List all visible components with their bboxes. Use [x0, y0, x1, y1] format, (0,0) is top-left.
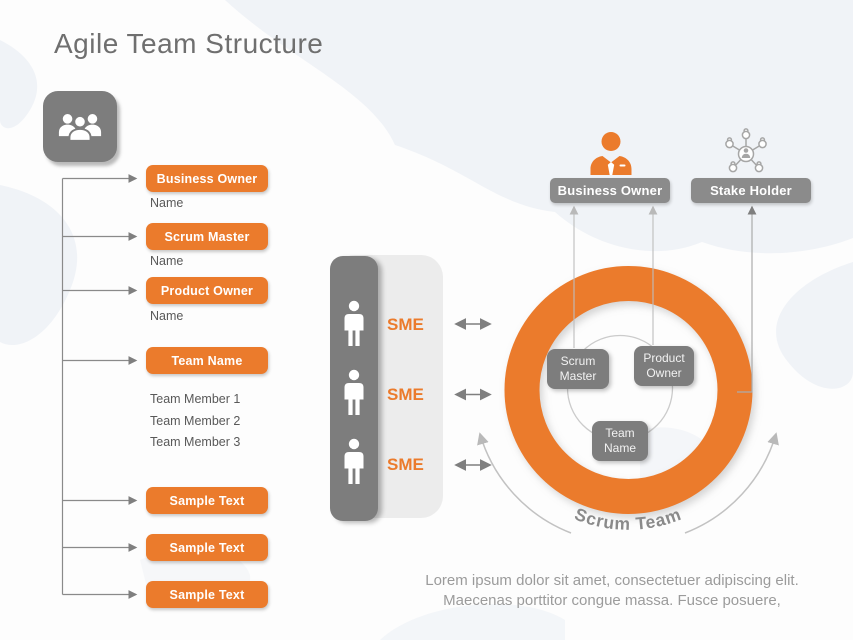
org-tree-lines [61, 174, 138, 599]
footer-line-2: Maecenas porttitor congue massa. Fusce p… [443, 592, 781, 609]
role-name-label: Name [150, 254, 184, 268]
role-button-product-owner: Product Owner [146, 277, 268, 304]
role-name-label: Name [150, 196, 184, 210]
page-title: Agile Team Structure [54, 28, 324, 59]
circle-role-scrum-master: Scrum Master [547, 349, 609, 389]
role-button-team-name: Team Name [146, 347, 268, 374]
team-member-item: Team Member 1 [150, 392, 241, 406]
stake-holder-arrow [737, 205, 757, 393]
role-name-label: Name [150, 309, 184, 323]
sme-double-arrows [454, 318, 492, 471]
external-business-owner-button: Business Owner [550, 178, 670, 203]
role-button-sample-2: Sample Text [146, 534, 268, 561]
team-member-item: Team Member 2 [150, 413, 241, 428]
sme-label: SME [387, 385, 424, 404]
role-button-business-owner: Business Owner [146, 165, 268, 192]
footer-text: Lorem ipsum dolor sit amet, consectetuer… [352, 571, 853, 611]
person-icon [341, 438, 367, 484]
businessman-icon [588, 131, 634, 175]
role-button-scrum-master: Scrum Master [146, 223, 268, 250]
person-icon [341, 369, 367, 415]
person-icon [341, 300, 367, 346]
external-stake-holder-button: Stake Holder [691, 178, 811, 203]
business-owner-arrows [569, 205, 658, 348]
scrum-ring [504, 266, 753, 514]
rotation-arcs [477, 432, 779, 534]
sme-label: SME [387, 315, 424, 334]
team-group-icon [57, 109, 103, 144]
role-button-sample-3: Sample Text [146, 581, 268, 608]
team-icon-box [43, 91, 117, 162]
team-members-list: Team Member 1 Team Member 2 Team Member … [150, 389, 240, 454]
network-icon [723, 128, 769, 174]
sme-label: SME [387, 455, 424, 474]
role-button-sample-1: Sample Text [146, 487, 268, 514]
footer-line-1: Lorem ipsum dolor sit amet, consectetuer… [425, 572, 799, 589]
circle-role-team-name: Team Name [592, 421, 648, 461]
circle-role-product-owner: Product Owner [634, 346, 694, 386]
team-member-item: Team Member 3 [150, 435, 241, 449]
